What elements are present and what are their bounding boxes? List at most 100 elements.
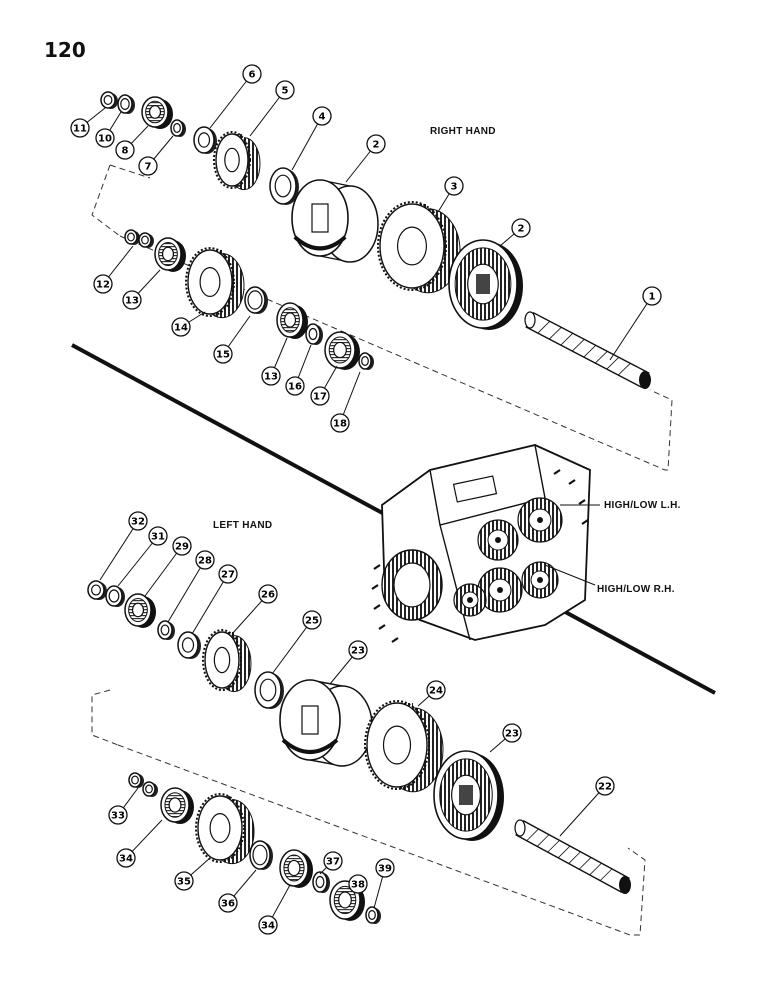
callout-number: 26 <box>261 590 275 601</box>
callout-rh-2: 2 <box>366 134 386 154</box>
rh-gear-3 <box>377 201 461 294</box>
leader-lh-27 <box>191 573 229 635</box>
rh-shaft-1 <box>524 311 651 389</box>
rh-gear-14 <box>185 247 245 319</box>
high-low-lh-label: HIGH/LOW L.H. <box>604 500 681 511</box>
callout-lh-33: 33 <box>108 805 128 825</box>
callout-number: 24 <box>429 686 443 697</box>
callout-number: 34 <box>119 854 133 865</box>
rh-bearing-17 <box>324 331 360 370</box>
leader-lh-31 <box>117 535 159 587</box>
rh-snapring-12b <box>138 232 154 248</box>
housing-stud <box>391 637 399 643</box>
lh-snapring-39 <box>365 906 381 924</box>
rh-gear-5 <box>213 131 261 191</box>
housing-stud <box>568 479 576 485</box>
callout-lh-36: 36 <box>218 893 238 913</box>
callout-lh-23: 23 <box>502 723 522 743</box>
callout-lh-38: 38 <box>348 874 368 894</box>
callout-number: 29 <box>175 542 189 553</box>
leader-rh-6 <box>209 73 253 129</box>
callout-rh-18: 18 <box>330 413 350 433</box>
lh-washer-32 <box>87 580 107 600</box>
callout-number: 37 <box>326 857 340 868</box>
leader-rh-1 <box>609 295 653 361</box>
lh-bearing-38 <box>329 880 365 921</box>
callout-number: 23 <box>505 729 519 740</box>
rh-lockwasher-10 <box>117 94 135 114</box>
callout-lh-26: 26 <box>258 584 278 604</box>
callout-number: 25 <box>305 616 319 627</box>
rh-drum-2 <box>291 179 379 263</box>
left-hand-label: LEFT HAND <box>213 520 273 531</box>
callout-lh-31: 31 <box>148 526 168 546</box>
right-hand-label: RIGHT HAND <box>430 126 496 137</box>
rh-bearing-13a <box>154 237 186 272</box>
callout-rh-8: 8 <box>115 140 135 160</box>
lh-dashed-outline <box>91 689 646 936</box>
lh-snapring-33a <box>128 772 144 788</box>
rh-spacer-15 <box>244 286 268 314</box>
callout-number: 11 <box>73 124 87 135</box>
callout-lh-37: 37 <box>323 851 343 871</box>
callout-rh-13: 13 <box>122 290 142 310</box>
callout-number: 16 <box>288 382 302 393</box>
callout-number: 39 <box>378 864 392 875</box>
callout-lh-32: 32 <box>128 511 148 531</box>
callout-rh-10: 10 <box>95 128 115 148</box>
leader-lh-25 <box>271 619 313 675</box>
page-number: 120 <box>44 38 86 62</box>
lh-snapring-33b <box>142 781 158 797</box>
callout-number: 22 <box>598 782 612 793</box>
rh-washer-11 <box>100 91 118 109</box>
rh-snapring-12a <box>124 229 140 245</box>
callout-number: 28 <box>198 556 212 567</box>
callout-number: 1 <box>649 292 656 303</box>
callout-rh-1: 1 <box>642 286 662 306</box>
callout-number: 2 <box>373 140 380 151</box>
callout-number: 6 <box>249 70 256 81</box>
callout-number: 7 <box>145 162 152 173</box>
callout-number: 35 <box>177 877 191 888</box>
callout-lh-25: 25 <box>302 610 322 630</box>
lh-bearing-34a <box>160 787 194 824</box>
callout-lh-39: 39 <box>375 858 395 878</box>
callout-number: 13 <box>264 372 278 383</box>
callout-number: 14 <box>174 323 188 334</box>
callout-rh-17: 17 <box>310 386 330 406</box>
callout-lh-27: 27 <box>218 564 238 584</box>
lh-gear-26 <box>202 629 252 693</box>
callout-rh-13: 13 <box>261 366 281 386</box>
lh-spacer-36 <box>249 840 273 870</box>
callout-number: 17 <box>313 392 327 403</box>
lh-shaft-22 <box>514 819 631 894</box>
callout-lh-34: 34 <box>258 915 278 935</box>
callout-number: 34 <box>261 921 275 932</box>
hl-rh-pointer <box>544 564 596 586</box>
callout-lh-35: 35 <box>174 871 194 891</box>
lh-lockwasher-31 <box>105 585 125 607</box>
housing-stud <box>378 624 386 630</box>
callout-number: 32 <box>131 517 145 528</box>
housing-stud <box>373 564 381 570</box>
leader-lh-28 <box>167 559 206 623</box>
lh-drum-23 <box>279 679 373 767</box>
rh-washer-16 <box>305 323 323 345</box>
callout-lh-29: 29 <box>172 536 192 556</box>
lh-bearing-29 <box>124 593 156 628</box>
callout-rh-15: 15 <box>213 344 233 364</box>
callout-rh-11: 11 <box>70 118 90 138</box>
leader-lh-22 <box>559 785 606 837</box>
rh-spacer-7 <box>170 119 186 137</box>
callout-number: 8 <box>122 146 129 157</box>
callout-rh-3: 3 <box>444 176 464 196</box>
callout-number: 3 <box>451 182 458 193</box>
housing-stud <box>578 499 586 505</box>
callout-rh-4: 4 <box>312 106 332 126</box>
callout-lh-23: 23 <box>348 640 368 660</box>
callout-rh-14: 14 <box>171 317 191 337</box>
lh-bearing-25 <box>254 671 284 709</box>
callout-number: 38 <box>351 880 365 891</box>
